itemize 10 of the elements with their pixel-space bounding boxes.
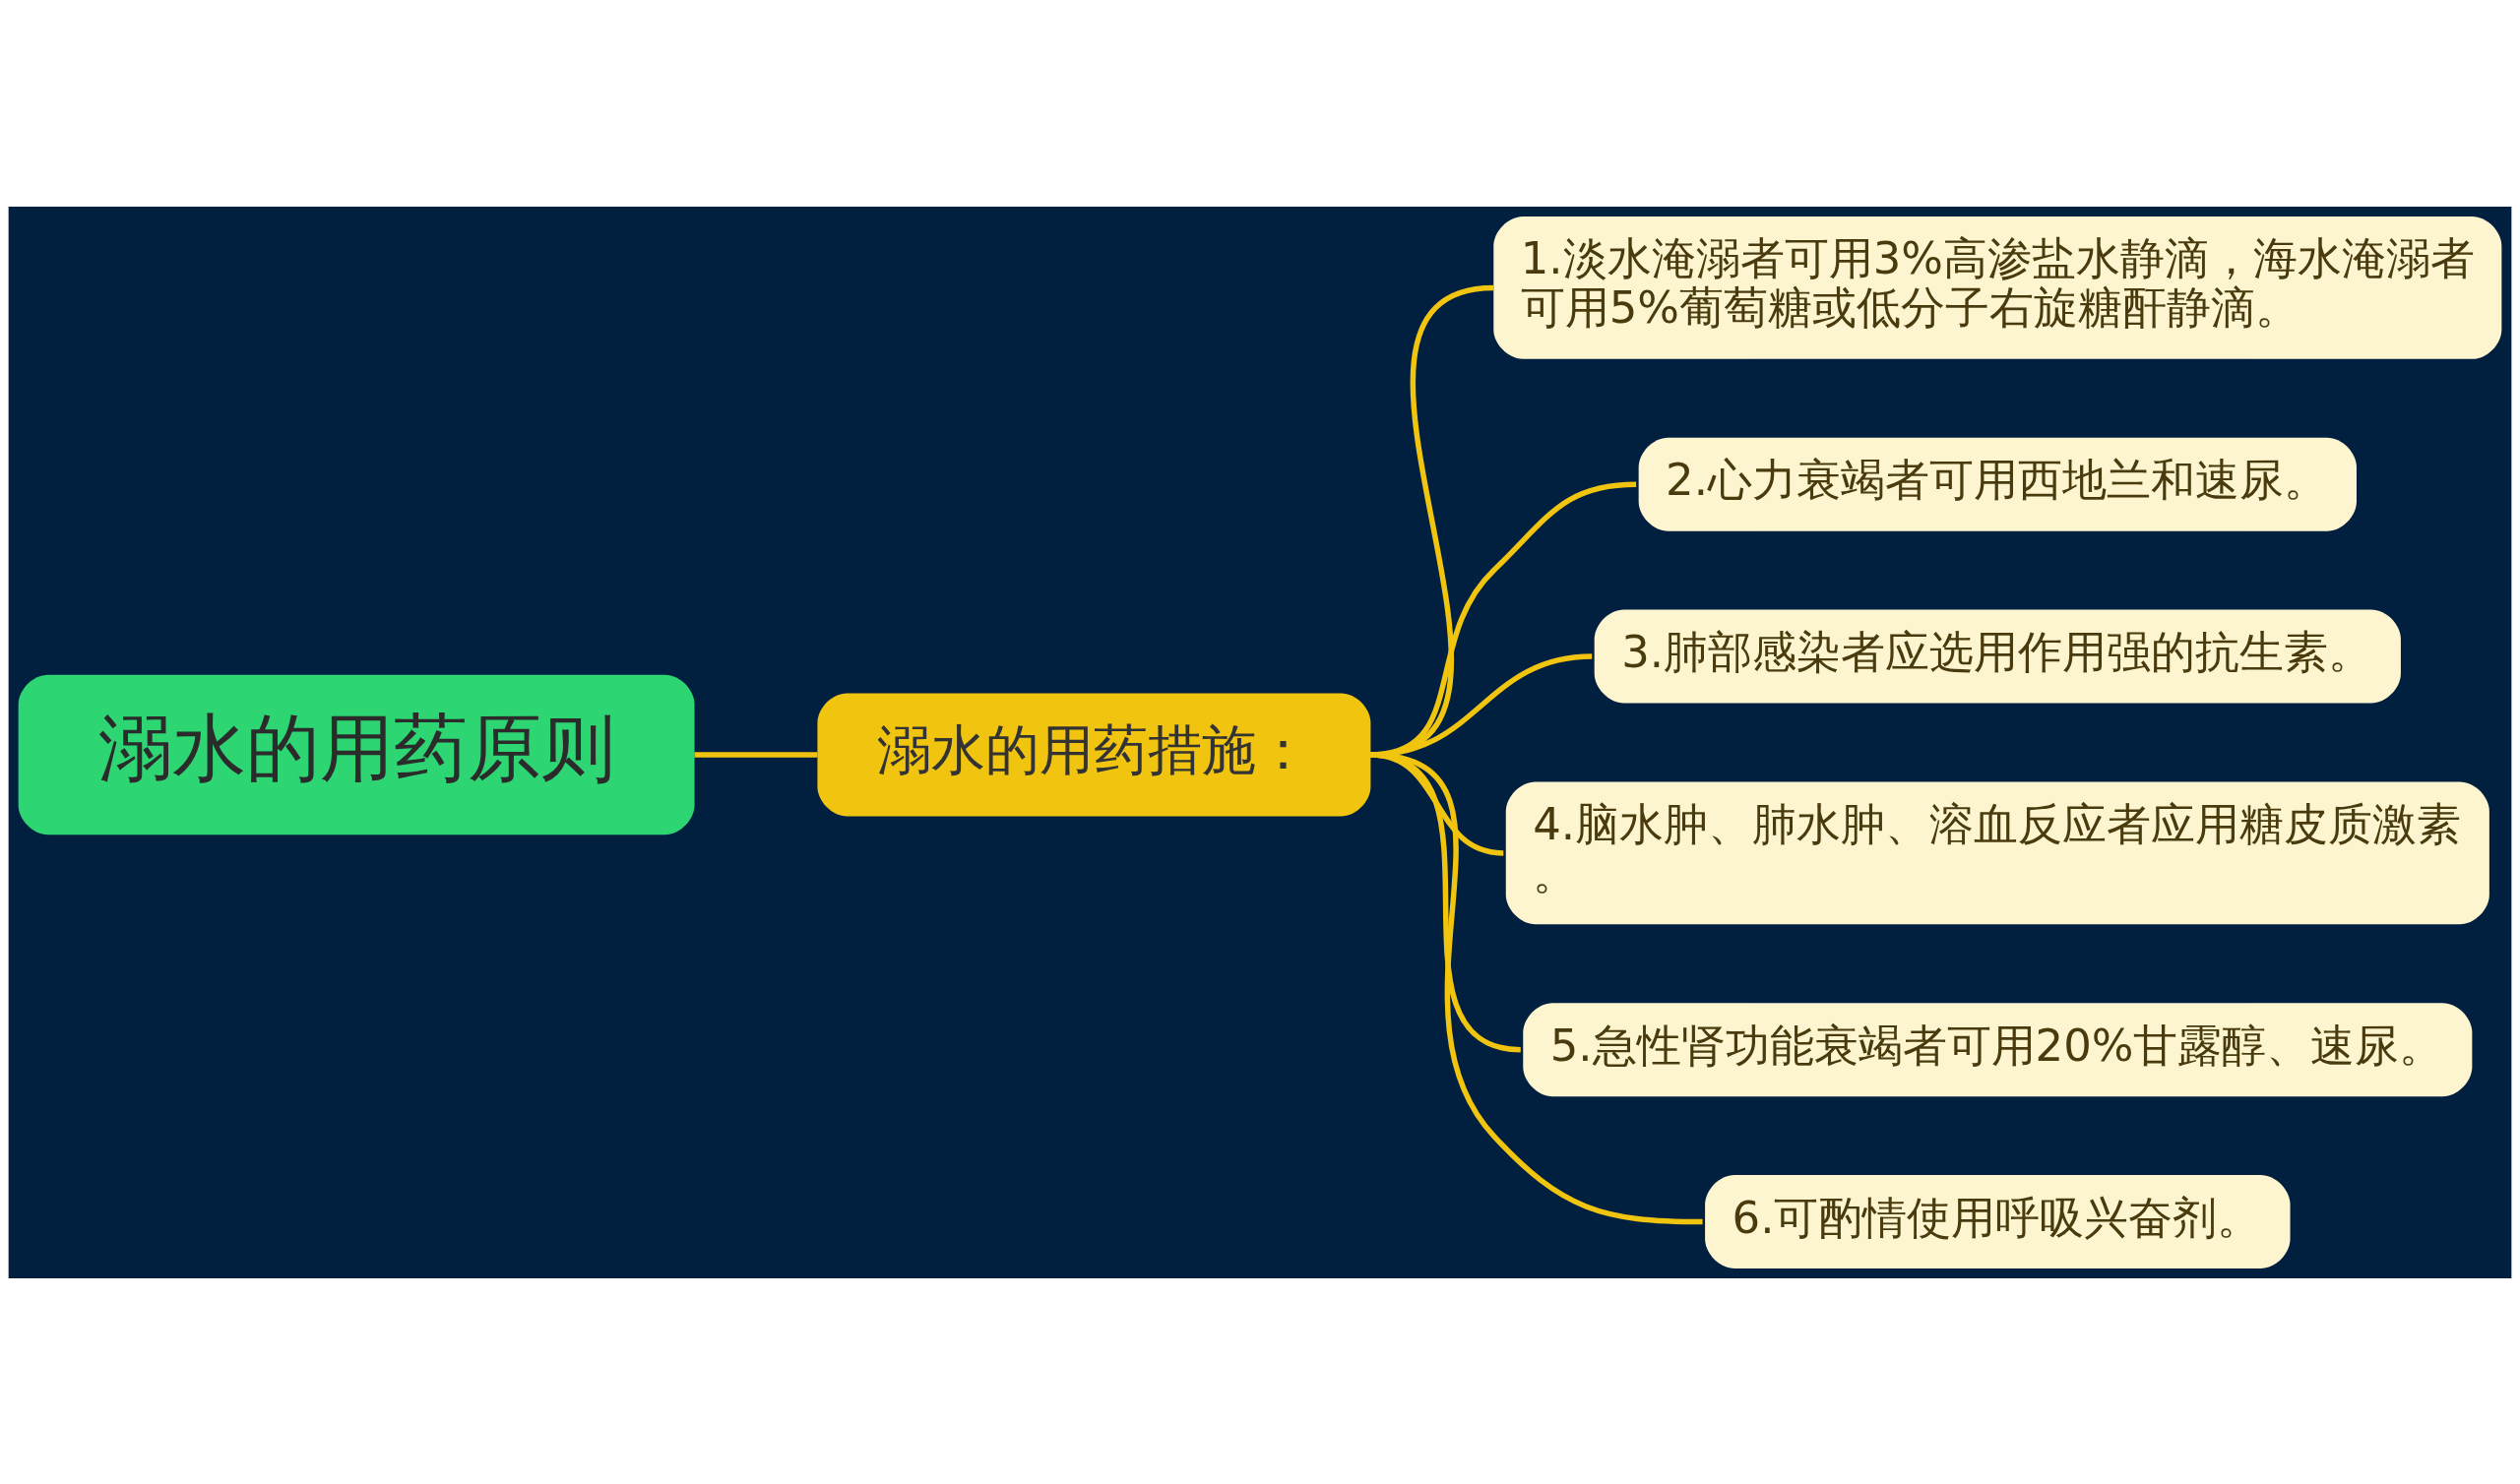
- node-box: 3.肺部感染者应选用作用强的抗生素。: [1594, 609, 2401, 704]
- connector: [694, 751, 818, 758]
- node-box: 1.淡水淹溺者可用3%高渗盐水静滴，海水淹溺者可用5%葡萄糖或低分子右旋糖酐静滴。: [1493, 216, 2502, 359]
- node-box: 4.脑水肿、肺水肿、溶血反应者应用糖皮质激素。: [1505, 780, 2489, 924]
- node-box: 溺水的用药原则: [18, 674, 695, 835]
- node-box: 2.心力衰竭者可用西地兰和速尿。: [1638, 437, 2357, 531]
- node-box: 溺水的用药措施：: [817, 693, 1371, 816]
- node-box: 5.急性肾功能衰竭者可用20%甘露醇、速尿。: [1523, 1002, 2473, 1096]
- node-box: 6.可酌情使用呼吸兴奋剂。: [1705, 1174, 2291, 1268]
- connector: [1370, 751, 1703, 1224]
